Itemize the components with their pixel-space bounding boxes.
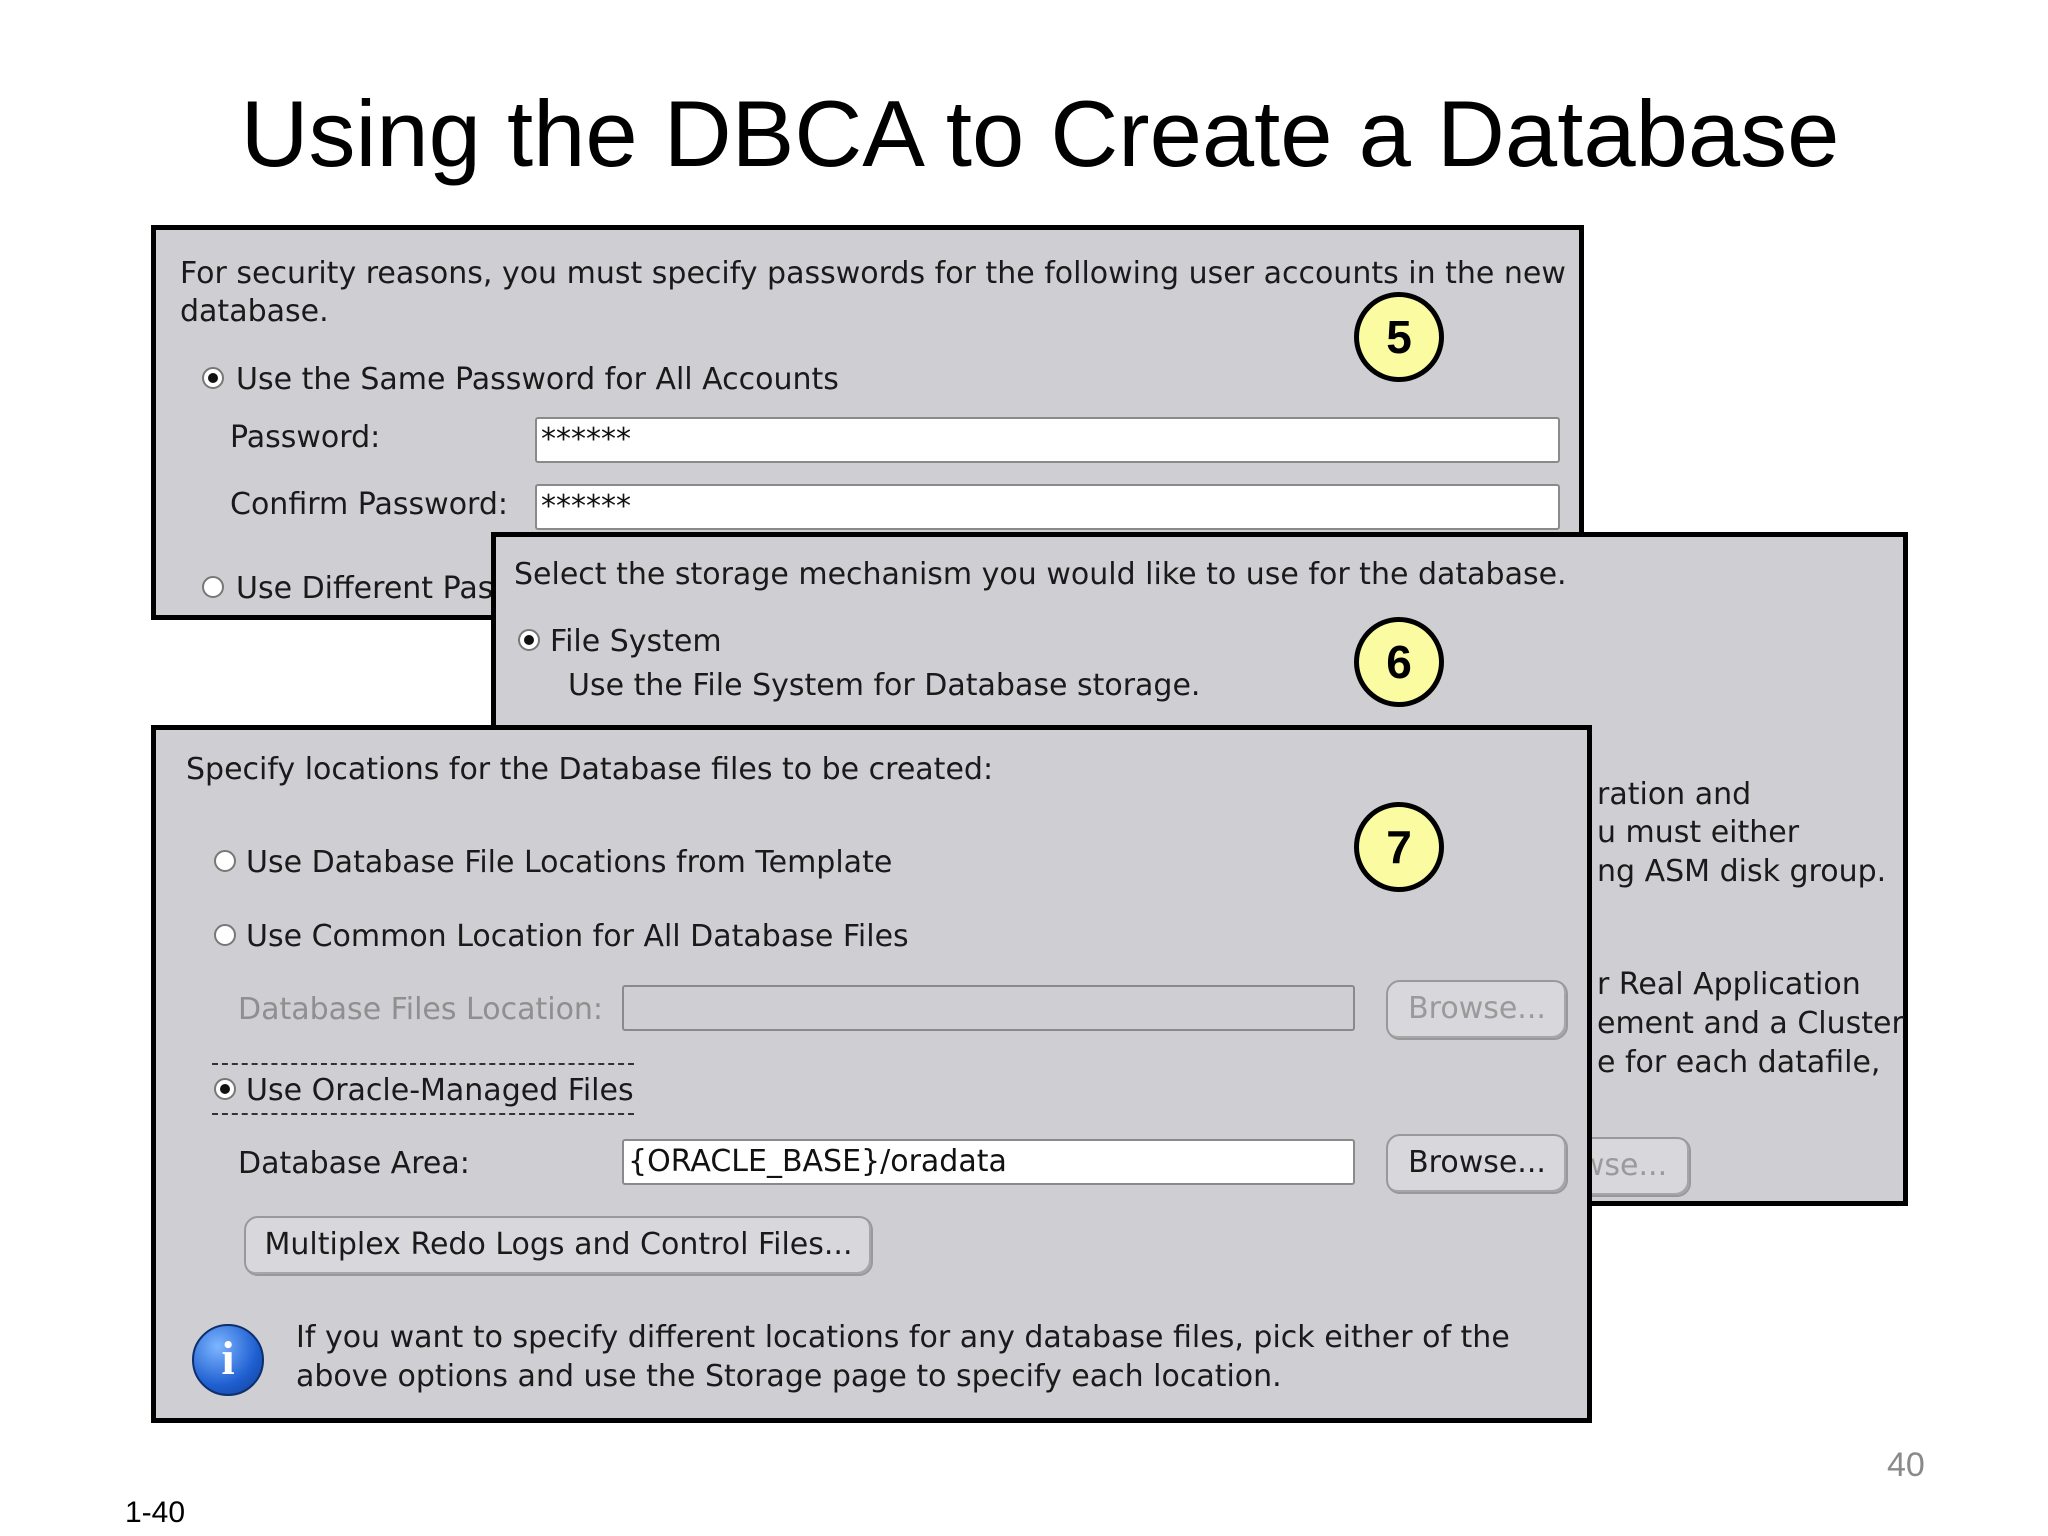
password-label: Password:	[230, 420, 381, 455]
files-location-label: Database Files Location:	[238, 992, 604, 1027]
confirm-password-field[interactable]: ******	[535, 484, 1560, 530]
different-password-label: Use Different Pas	[236, 571, 494, 606]
different-password-radio[interactable]	[202, 576, 224, 598]
common-location-label: Use Common Location for All Database Fil…	[246, 919, 909, 954]
password-intro-line2: database.	[180, 294, 329, 329]
asm-desc-line1: ration and	[1597, 777, 1752, 812]
info-text-line2: above options and use the Storage page t…	[296, 1359, 1282, 1394]
slide-title: Using the DBCA to Create a Database	[240, 81, 1840, 186]
omf-focus-outline	[212, 1063, 634, 1115]
same-password-label: Use the Same Password for All Accounts	[236, 362, 839, 397]
files-location-browse-button[interactable]: Browse...	[1386, 980, 1568, 1040]
file-system-label: File System	[550, 624, 722, 659]
omf-label: Use Oracle-Managed Files	[246, 1073, 634, 1108]
info-text-line1: If you want to specify different locatio…	[296, 1320, 1510, 1355]
confirm-password-label: Confirm Password:	[230, 487, 509, 522]
asm-desc-line3: ng ASM disk group.	[1597, 854, 1887, 889]
info-icon: i	[192, 1324, 264, 1396]
template-locations-radio[interactable]	[214, 850, 236, 872]
file-system-radio[interactable]	[518, 629, 540, 651]
password-panel: For security reasons, you must specify p…	[151, 225, 1584, 620]
step-7-badge: 7	[1354, 802, 1444, 892]
rac-desc-line3: e for each datafile,	[1597, 1045, 1881, 1080]
footer-label: 1-40	[125, 1496, 186, 1529]
file-locations-intro: Specify locations for the Database files…	[186, 752, 994, 787]
rac-desc-line2: ement and a Cluster	[1597, 1006, 1904, 1041]
page-number: 40	[1887, 1446, 1925, 1484]
database-area-field[interactable]: {ORACLE_BASE}/oradata	[622, 1139, 1355, 1185]
files-location-field[interactable]	[622, 985, 1355, 1031]
password-field[interactable]: ******	[535, 417, 1560, 463]
omf-radio[interactable]	[214, 1078, 236, 1100]
rac-desc-line1: r Real Application	[1597, 967, 1861, 1002]
database-area-browse-button[interactable]: Browse...	[1386, 1134, 1568, 1194]
password-intro-line1: For security reasons, you must specify p…	[180, 256, 1566, 291]
file-locations-panel: Specify locations for the Database files…	[151, 725, 1592, 1423]
common-location-radio[interactable]	[214, 924, 236, 946]
database-area-label: Database Area:	[238, 1146, 470, 1181]
step-5-badge: 5	[1354, 292, 1444, 382]
same-password-radio[interactable]	[202, 367, 224, 389]
asm-desc-line2: u must either	[1597, 815, 1800, 850]
multiplex-button[interactable]: Multiplex Redo Logs and Control Files...	[244, 1216, 873, 1276]
storage-intro: Select the storage mechanism you would l…	[514, 557, 1567, 592]
step-6-badge: 6	[1354, 617, 1444, 707]
file-system-desc: Use the File System for Database storage…	[568, 668, 1201, 703]
template-locations-label: Use Database File Locations from Templat…	[246, 845, 893, 880]
